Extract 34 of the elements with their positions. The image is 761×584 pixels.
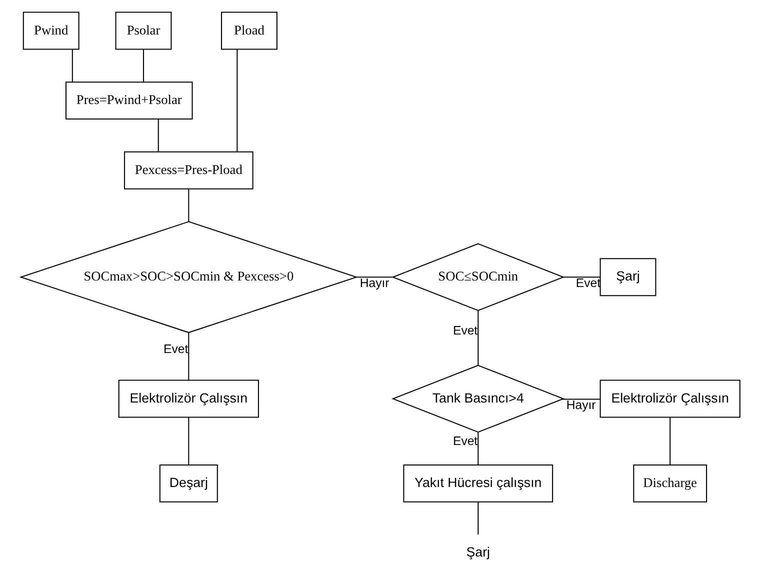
node-box: Elektrolizör Çalışsın xyxy=(600,380,740,418)
connector xyxy=(142,49,144,82)
connector xyxy=(188,418,190,465)
connector xyxy=(72,49,73,82)
edge-label: Evet xyxy=(453,323,478,338)
connector xyxy=(478,310,479,366)
edge-label: Evet xyxy=(576,276,601,290)
node-diamond: Tank Basıncı>4 xyxy=(392,364,565,433)
node-box: Psolar xyxy=(115,12,172,50)
node-box: Yakıt Hücresi çalışsın xyxy=(403,464,554,502)
connector xyxy=(478,502,479,534)
connector xyxy=(562,398,600,400)
edge-label: Evet xyxy=(453,434,478,448)
connector xyxy=(188,332,190,380)
connector xyxy=(188,188,190,222)
node-box: Pload xyxy=(221,12,278,50)
node-diamond: SOC≤SOCmin xyxy=(392,243,565,312)
edge-label: Hayır xyxy=(566,398,596,412)
connector xyxy=(158,119,159,152)
node-box: Elektrolizör Çalışsın xyxy=(118,380,259,418)
connector xyxy=(356,276,393,278)
node-box: Pexcess=Pres-Pload xyxy=(124,151,254,190)
node-box: Discharge xyxy=(633,464,708,502)
connector xyxy=(478,432,479,465)
node-diamond: SOCmax>SOC>SOCmin & Pexcess>0 xyxy=(19,221,358,334)
node-box: Deşarj xyxy=(159,464,218,502)
connector xyxy=(236,49,238,152)
connector xyxy=(564,276,600,278)
connector xyxy=(670,418,671,465)
edge-label: Hayır xyxy=(360,276,390,290)
node-box: Pres=Pwind+Psolar xyxy=(65,82,193,120)
node-box: Pwind xyxy=(22,12,80,50)
node-box: Şarj xyxy=(600,258,656,296)
node-text: Şarj xyxy=(466,544,490,560)
